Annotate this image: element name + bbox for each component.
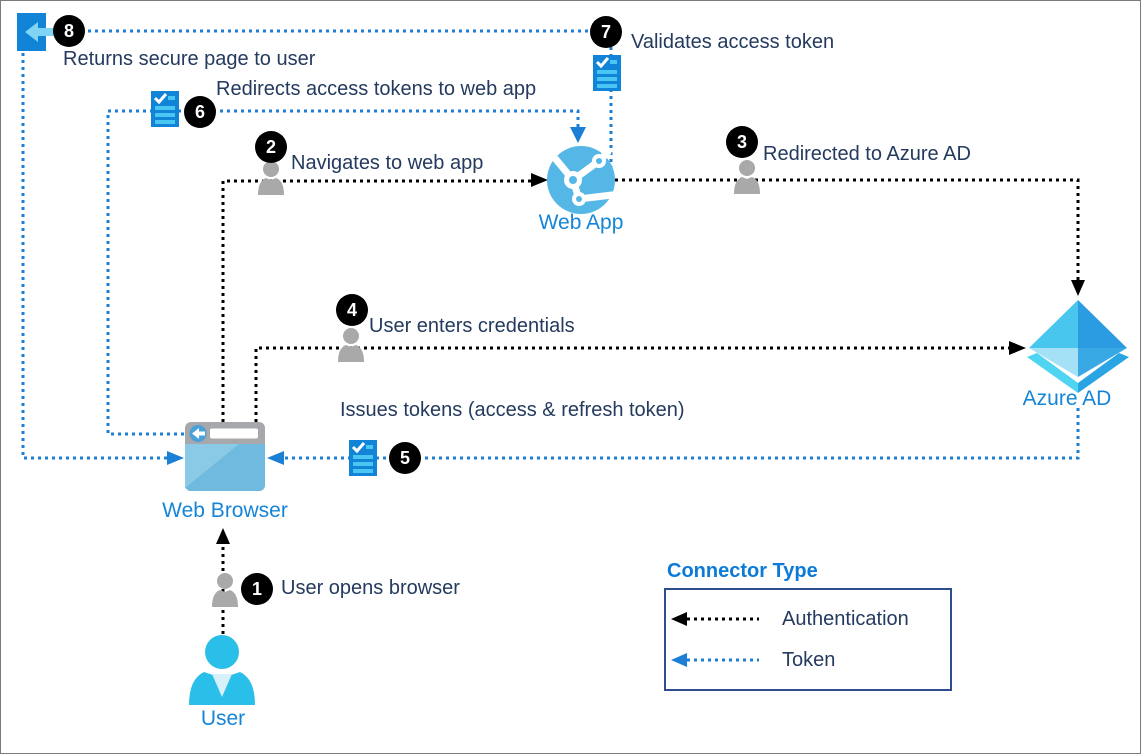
token-line-validate-return <box>47 29 613 176</box>
step-label-3: Redirected to Azure AD <box>763 143 971 165</box>
step-badge-1: 1 <box>241 573 273 605</box>
person-icon-step2 <box>258 161 284 195</box>
user-label: User <box>200 707 246 730</box>
legend-label-authentication: Authentication <box>782 608 909 630</box>
token-icon-step6 <box>151 91 179 127</box>
step-badge-4: 4 <box>336 294 368 326</box>
secure-page-icon <box>17 13 59 51</box>
step-label-1: User opens browser <box>281 577 460 599</box>
step-label-2: Navigates to web app <box>291 152 484 174</box>
legend-box <box>664 588 952 691</box>
auth-line-credentials-to-azuread <box>254 346 1009 422</box>
step-label-8: Returns secure page to user <box>63 48 316 70</box>
web-browser-label: Web Browser <box>162 499 288 522</box>
arrowhead-into-azuread-top <box>1071 280 1085 296</box>
arrowhead-into-browser-bottom <box>216 528 230 544</box>
arrowhead-into-webapp-top <box>570 127 586 143</box>
legend-token-arrow <box>671 653 759 667</box>
step-label-5: Issues tokens (access & refresh token) <box>340 399 685 421</box>
person-icon-step4 <box>338 328 364 362</box>
web-app-label: Web App <box>538 211 624 234</box>
step-badge-3: 3 <box>726 126 758 158</box>
step-badge-7: 7 <box>590 16 622 48</box>
step-badge-8: 8 <box>53 15 85 47</box>
legend-heading: Connector Type <box>667 560 818 582</box>
step-label-6: Redirects access tokens to web app <box>216 78 537 100</box>
token-icon-step7 <box>593 55 621 91</box>
arrowhead-into-azuread-left <box>1009 341 1026 355</box>
person-icon-step1 <box>212 573 238 607</box>
token-line-issue-tokens <box>284 408 1080 460</box>
step-label-7: Validates access token <box>631 31 835 53</box>
legend-label-token: Token <box>782 649 836 671</box>
step-label-4: User enters credentials <box>369 315 575 337</box>
web-app-icon <box>547 146 616 214</box>
step-badge-2: 2 <box>255 131 287 163</box>
azure-ad-label: Azure AD <box>1022 387 1112 410</box>
azure-ad-icon <box>1027 300 1129 393</box>
step-badge-6: 6 <box>184 96 216 128</box>
auth-line-webapp-to-azuread <box>615 178 1080 280</box>
user-icon <box>189 635 255 705</box>
token-line-redirect-to-webapp <box>106 109 580 436</box>
web-browser-icon <box>185 422 265 491</box>
token-icon-step5 <box>349 440 377 476</box>
auth-line-browser-to-webapp <box>221 179 531 422</box>
browser-address-bar <box>210 428 258 439</box>
token-line-return-to-browser <box>21 53 167 460</box>
legend-authentication-arrow <box>671 612 759 626</box>
arrowhead-into-browser-right <box>267 451 284 465</box>
step-badge-5: 5 <box>389 442 421 474</box>
arrowhead-into-browser-left <box>167 451 184 465</box>
person-icon-step3 <box>734 160 760 194</box>
arrowhead-into-webapp-left <box>531 173 548 187</box>
